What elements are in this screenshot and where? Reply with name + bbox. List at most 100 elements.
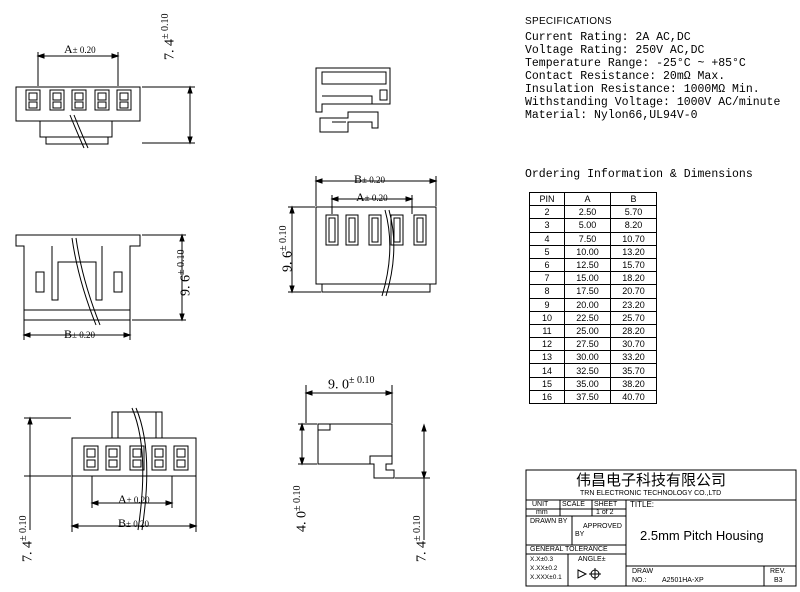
a-cell: 22.50 <box>564 310 611 325</box>
contact-cells-bottom <box>83 445 189 471</box>
dim-90-value: 9. 0 <box>328 377 349 393</box>
dim-b-bottom: B± 0.20 <box>118 516 149 531</box>
sheet-label: SHEET <box>594 501 618 508</box>
drawing-title: 2.5mm Pitch Housing <box>640 528 764 543</box>
dim-a-label: A <box>64 42 73 56</box>
b-cell: 20.70 <box>610 284 657 299</box>
dim-a-center: A± 0.20 <box>356 190 388 205</box>
company-name-en: TRN ELECTRONIC TECHNOLOGY CO.,LTD <box>580 490 722 497</box>
b-cell: 15.70 <box>610 257 657 273</box>
a-cell: 32.50 <box>564 363 611 378</box>
dim-b-bottom-label: B <box>118 516 127 530</box>
dim-a-top: A± 0.20 <box>64 42 96 57</box>
draw-label: DRAW <box>632 568 654 575</box>
approved-by-label-2: BY <box>575 531 585 538</box>
dim-74-bottom-left: 7. 4± 0.10 <box>18 516 37 563</box>
table-header-row: PIN A B <box>529 191 657 207</box>
tolerance-1: X.X±0.3 <box>530 556 554 563</box>
pin-cell: 11 <box>529 323 565 339</box>
ordering-heading: Ordering Information & Dimensions <box>525 168 753 181</box>
pin-cell: 16 <box>529 389 565 405</box>
tolerance-2: X.XX±0.2 <box>530 565 558 572</box>
dim-a-center-tol: ± 0.20 <box>364 193 388 203</box>
b-cell: 25.70 <box>610 310 657 325</box>
dim-a-bottom: A± 0.20 <box>118 492 150 507</box>
spec-line-7: Material: Nylon66,UL94V-0 <box>525 109 698 122</box>
contact-slots-center <box>325 214 427 246</box>
dim-b-label: B <box>64 327 73 341</box>
pin-cell: 6 <box>529 257 565 273</box>
section-view-left <box>15 233 186 340</box>
spec-line-2: Voltage Rating: 250V AC,DC <box>525 44 705 57</box>
b-cell: 38.20 <box>610 376 657 391</box>
angle-symbol-icon <box>577 568 601 580</box>
a-cell: 12.50 <box>564 257 611 273</box>
general-tolerance-label: GENERAL TOLERANCE <box>530 546 608 553</box>
dim-74-br-tol: ± 0.10 <box>412 515 423 542</box>
a-cell: 30.00 <box>564 350 611 365</box>
rev-label: REV. <box>770 568 786 575</box>
unit-label: UNIT <box>532 501 549 508</box>
pin-cell: 12 <box>529 337 565 352</box>
sheet-value: 1 of 2 <box>596 509 614 516</box>
pin-cell: 15 <box>529 376 565 391</box>
b-cell: 23.20 <box>610 297 657 312</box>
dim-96-left: 9. 6± 0.10 <box>176 250 195 297</box>
title-label: TITLE: <box>630 500 655 509</box>
a-cell: 17.50 <box>564 284 611 299</box>
draw-no-label: NO.: <box>632 577 647 584</box>
drawn-by-label: DRAWN BY <box>530 518 568 525</box>
pin-cell: 3 <box>529 218 565 233</box>
dim-a-bottom-label: A <box>118 492 127 506</box>
spec-line-5: Insulation Resistance: 1000MΩ Min. <box>525 83 760 96</box>
pin-cell: 5 <box>529 244 565 259</box>
a-cell: 5.00 <box>564 218 611 233</box>
a-cell: 37.50 <box>564 389 611 405</box>
b-cell: 8.20 <box>610 218 657 233</box>
b-cell: 18.20 <box>610 271 657 286</box>
a-cell: 15.00 <box>564 271 611 286</box>
height-dim-right <box>395 423 430 540</box>
dim-96-tol: ± 0.10 <box>176 249 187 276</box>
b-cell: 30.70 <box>610 337 657 352</box>
b-cell: 35.70 <box>610 363 657 378</box>
a-cell: 20.00 <box>564 297 611 312</box>
a-cell: 2.50 <box>564 205 611 220</box>
col-pin-header: PIN <box>529 191 565 207</box>
dim-74-top: 7. 4± 0.10 <box>160 14 179 61</box>
b-cell: 40.70 <box>610 389 657 405</box>
front-view-top <box>15 52 195 149</box>
b-cell: 5.70 <box>610 205 657 220</box>
dim-74-bl-value: 7. 4 <box>20 541 36 562</box>
spec-line-1: Current Rating: 2A AC,DC <box>525 31 691 44</box>
a-cell: 10.00 <box>564 244 611 259</box>
b-cell: 33.20 <box>610 350 657 365</box>
dim-74-tol: ± 0.10 <box>160 13 171 40</box>
dim-74-bottom-right: 7. 4± 0.10 <box>412 516 431 563</box>
pin-cell: 13 <box>529 350 565 365</box>
dim-b-center-label: B <box>354 172 363 186</box>
pin-cell: 14 <box>529 363 565 378</box>
pin-cell: 10 <box>529 310 565 325</box>
contact-cells-top <box>25 89 132 111</box>
spec-line-3: Temperature Range: -25°C ~ +85°C <box>525 57 746 70</box>
angle-label: ANGLE± <box>578 556 606 563</box>
dim-b-center: B± 0.20 <box>354 172 385 187</box>
specifications-heading: SPECIFICATIONS <box>525 16 612 27</box>
dim-b-tol: ± 0.20 <box>72 330 95 340</box>
tolerance-3: X.XXX±0.1 <box>530 574 562 581</box>
